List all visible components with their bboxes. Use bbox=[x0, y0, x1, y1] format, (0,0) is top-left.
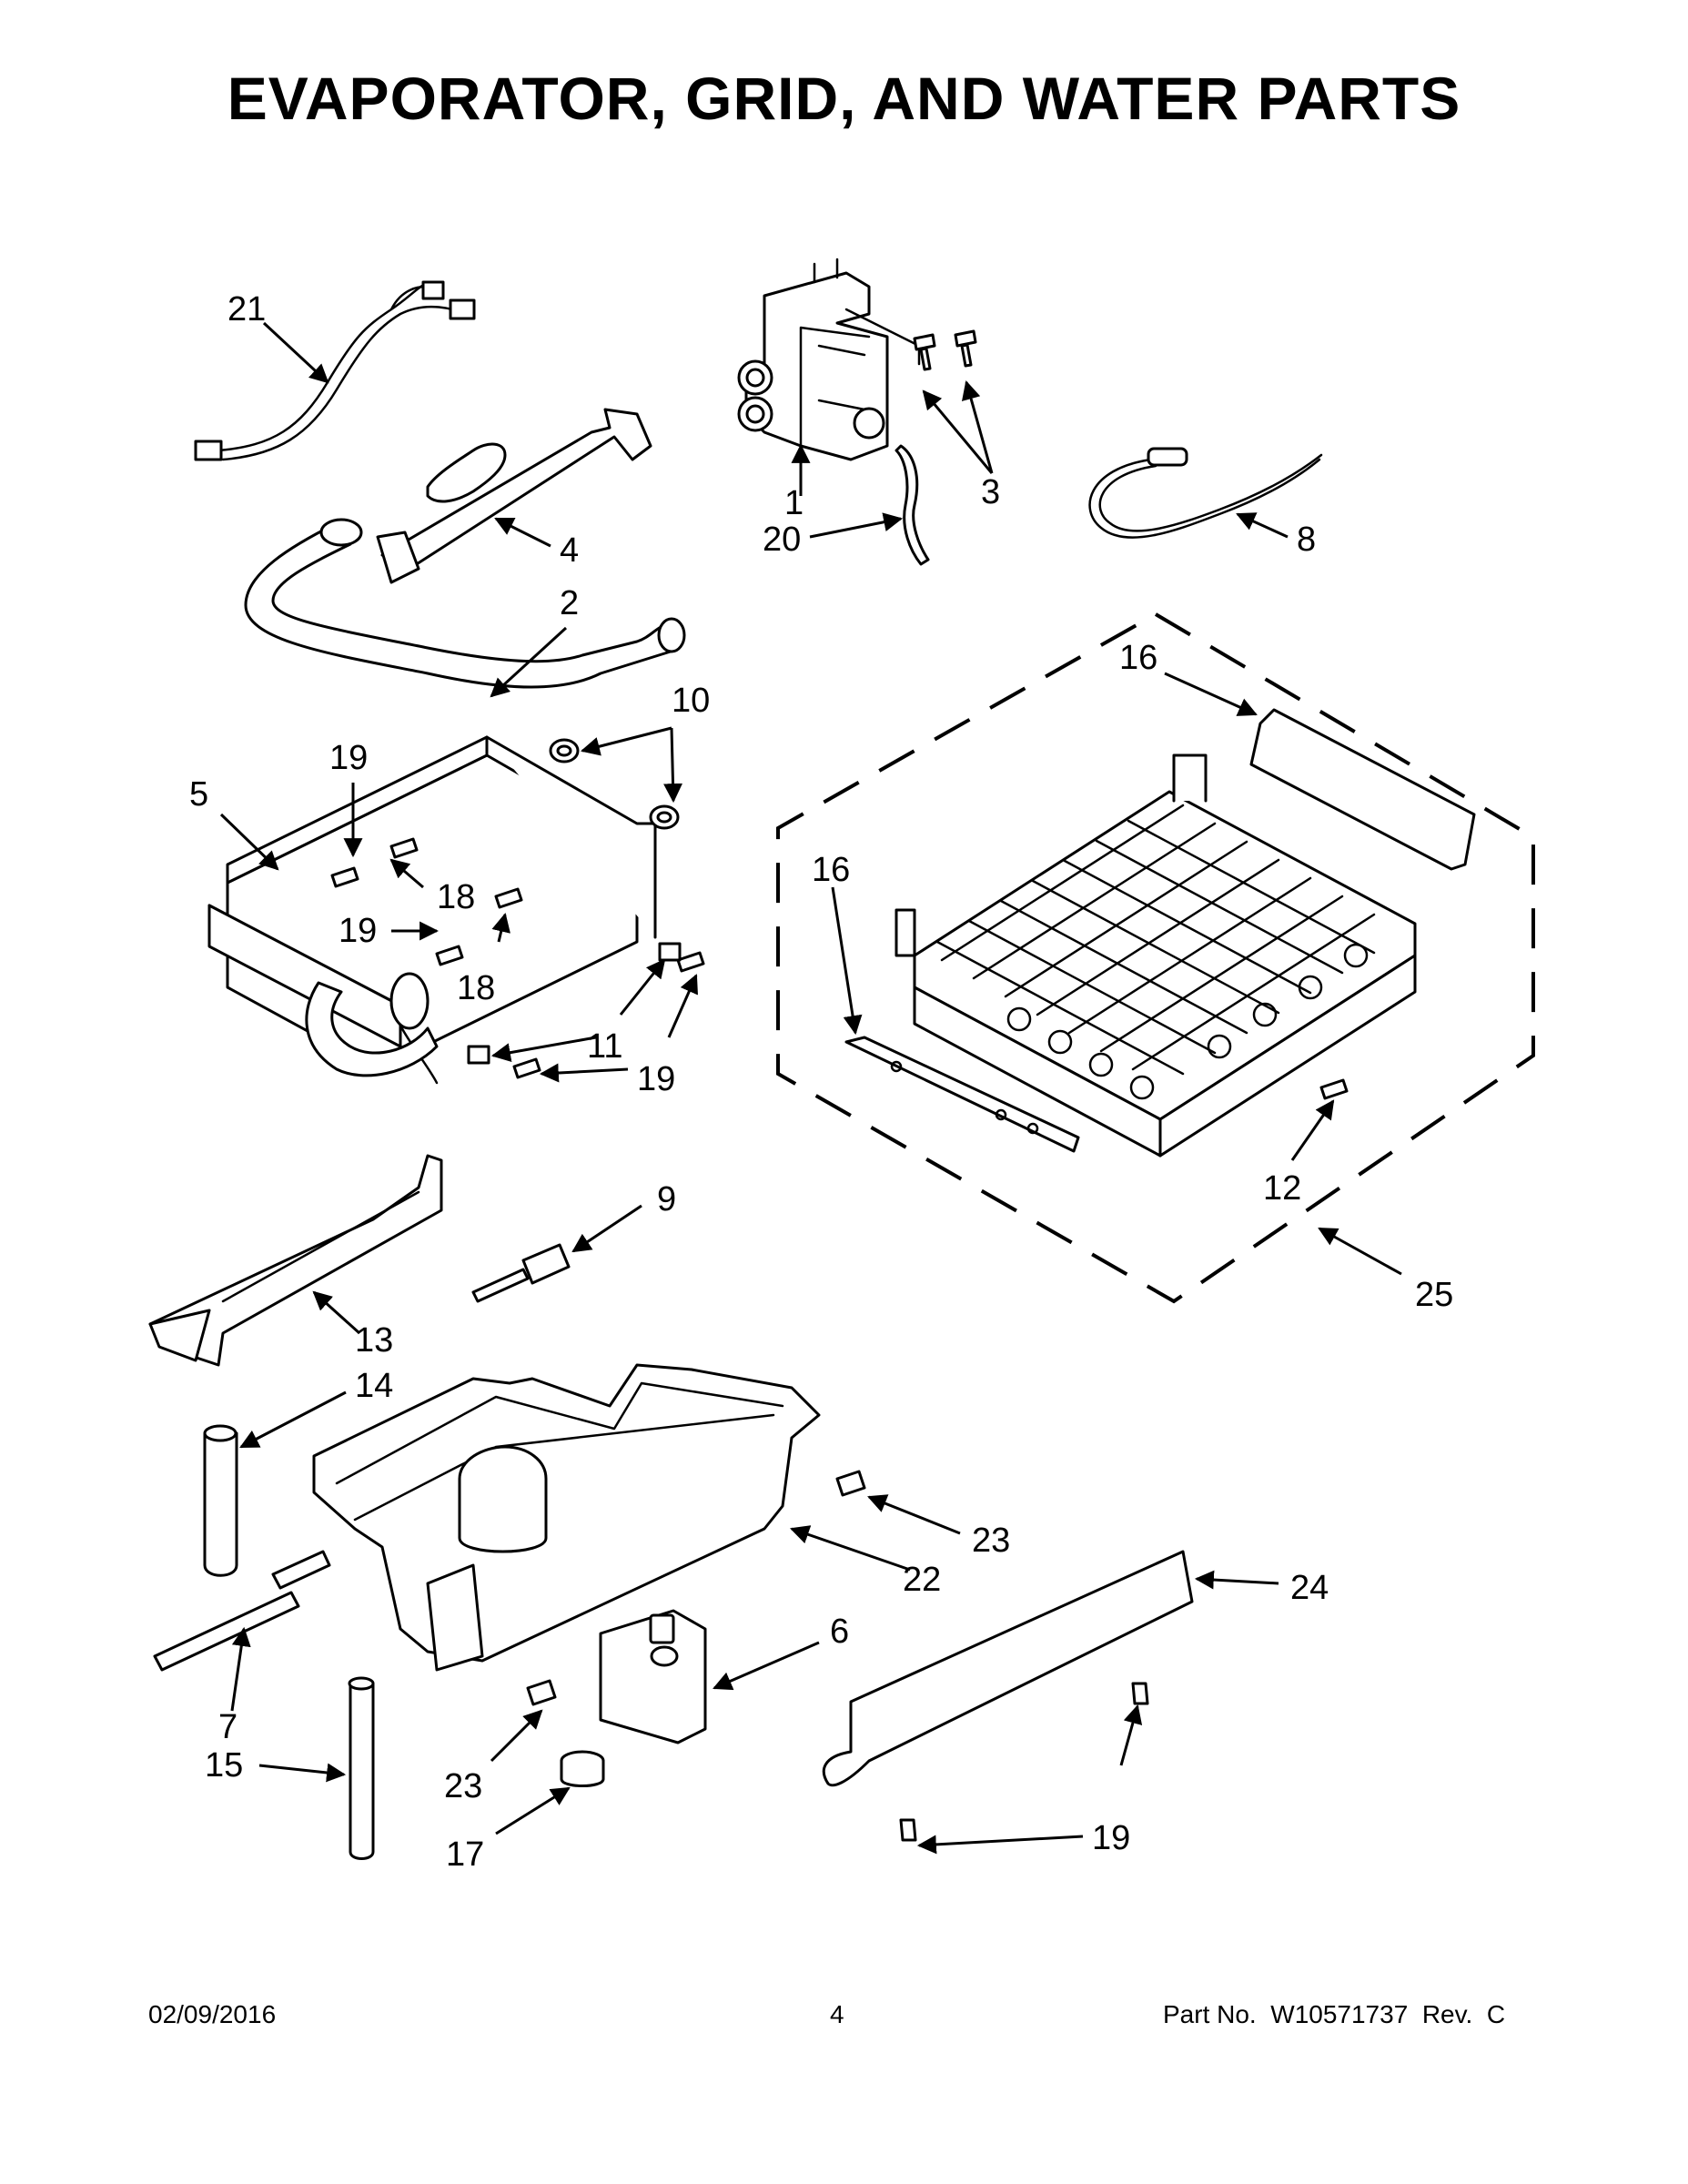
grid-screw-part bbox=[1319, 1078, 1349, 1100]
water-valve-part bbox=[737, 258, 921, 461]
callout-6: 6 bbox=[830, 1613, 849, 1651]
callout-5: 5 bbox=[189, 775, 208, 814]
wire-harness-part bbox=[194, 280, 476, 461]
callout-3: 3 bbox=[981, 473, 1000, 511]
callout-19d: 19 bbox=[1092, 1819, 1130, 1857]
callout-25: 25 bbox=[1415, 1276, 1453, 1314]
callout-22: 22 bbox=[903, 1561, 941, 1599]
tube-7-part bbox=[153, 1550, 331, 1672]
ice-bin-part bbox=[312, 1363, 821, 1672]
callout-10: 10 bbox=[672, 682, 710, 720]
callout-21: 21 bbox=[227, 290, 266, 329]
nut-part bbox=[560, 1750, 605, 1787]
callout-16a: 16 bbox=[1119, 639, 1157, 677]
pump-part bbox=[599, 1609, 707, 1744]
page-title: EVAPORATOR, GRID, AND WATER PARTS bbox=[227, 65, 1461, 132]
footer-page-number: 4 bbox=[830, 2000, 844, 2028]
deflector-part bbox=[822, 1550, 1194, 1787]
callout-labels: 21 1 3 20 8 4 2 10 19 5 18 19 18 11 19 1… bbox=[189, 290, 1453, 1874]
thermistor-part bbox=[1088, 447, 1323, 539]
tube-15-part bbox=[348, 1676, 375, 1860]
clips-part bbox=[467, 942, 682, 1065]
callout-23b: 23 bbox=[444, 1767, 482, 1805]
callout-7: 7 bbox=[218, 1708, 238, 1746]
grommets-part bbox=[549, 738, 680, 830]
cover-strip-top-part bbox=[1249, 708, 1476, 871]
callout-13: 13 bbox=[355, 1321, 393, 1360]
callout-8: 8 bbox=[1297, 521, 1316, 559]
callout-16b: 16 bbox=[812, 851, 850, 889]
bin-screws-part bbox=[526, 1470, 866, 1706]
water-tube-part bbox=[895, 444, 930, 566]
footer-date: 02/09/2016 bbox=[148, 2000, 277, 2028]
callout-1: 1 bbox=[784, 484, 804, 522]
fill-trough-part bbox=[148, 1154, 443, 1367]
tube-14-part bbox=[203, 1424, 238, 1577]
callout-20: 20 bbox=[763, 521, 801, 559]
callout-12: 12 bbox=[1263, 1169, 1301, 1208]
valve-screws-part bbox=[913, 329, 977, 371]
callout-15: 15 bbox=[205, 1746, 243, 1785]
mounting-bracket-part bbox=[207, 735, 657, 1085]
callout-19c: 19 bbox=[637, 1060, 675, 1098]
deflector-screws-part bbox=[899, 1682, 1149, 1842]
grid-assembly-part bbox=[776, 612, 1535, 1304]
leader-lines bbox=[219, 321, 1402, 1855]
callout-23a: 23 bbox=[972, 1522, 1010, 1560]
callout-11: 11 bbox=[587, 1027, 622, 1066]
callout-18b: 18 bbox=[457, 969, 495, 1007]
callout-17: 17 bbox=[446, 1835, 484, 1874]
callout-4: 4 bbox=[560, 531, 579, 570]
callout-19b: 19 bbox=[339, 912, 377, 950]
callout-14: 14 bbox=[355, 1367, 393, 1405]
callout-9: 9 bbox=[657, 1180, 676, 1218]
evaporator-part bbox=[376, 408, 652, 584]
callout-24: 24 bbox=[1290, 1569, 1329, 1607]
callout-2: 2 bbox=[560, 584, 579, 622]
fitting-part bbox=[471, 1243, 571, 1303]
footer-part-number: Part No. W10571737 Rev. C bbox=[1163, 2000, 1506, 2028]
evaporator-loop-part bbox=[244, 518, 686, 689]
cover-strip-bottom-part bbox=[844, 1036, 1080, 1153]
bracket-screws-part bbox=[330, 837, 705, 1079]
callout-19a: 19 bbox=[329, 739, 368, 777]
callout-18a: 18 bbox=[437, 878, 475, 916]
